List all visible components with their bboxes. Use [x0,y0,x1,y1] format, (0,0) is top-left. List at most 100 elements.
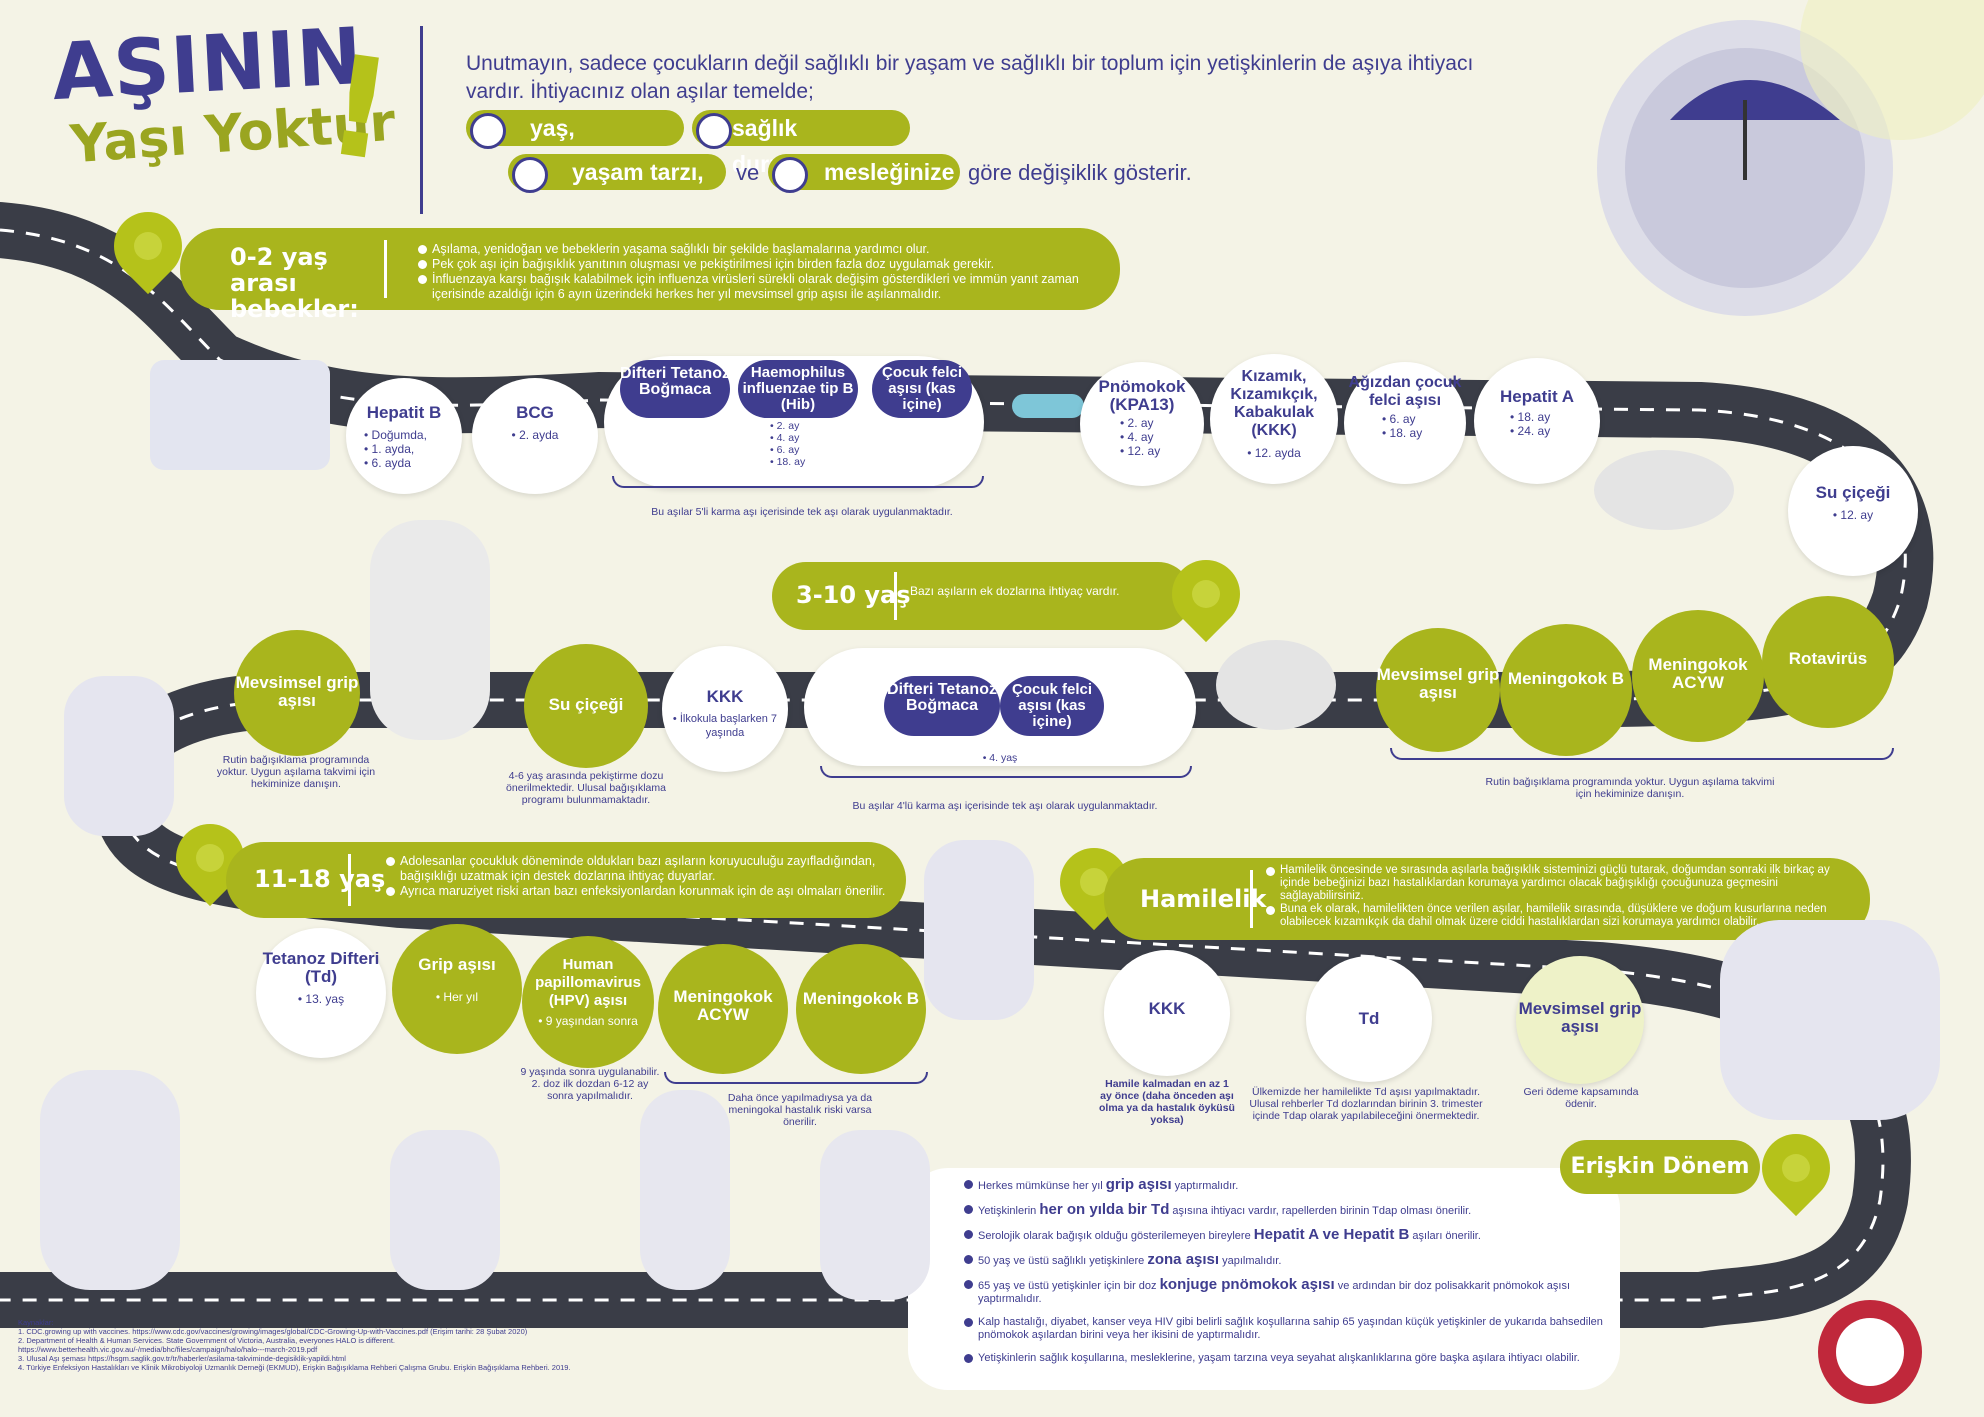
hpv-note: 9 yaşında sonra uygulanabilir. 2. doz il… [520,1066,660,1102]
vaccine-flu-2: Mevsimsel grip aşısı [234,630,360,756]
vaccine-flu-teen: Grip aşısı • Her yıl [392,924,522,1054]
connector-text: ve [736,160,760,185]
separator [348,854,351,906]
five-doses: • 2. ay • 4. ay • 6. ay • 18. ay [770,420,806,468]
father-child-illustration [640,1090,730,1290]
section-label: Hamilelik [1140,885,1267,913]
bullet: Ayrıca maruziyet riski artan bazı enfeks… [386,884,886,899]
vaccine-hepa: Hepatit A • 18. ay • 24. ay [1474,358,1600,484]
bullet: Yetişkinlerin sağlık koşullarına, meslek… [964,1352,1604,1365]
separator [894,572,897,620]
vaccine-mmr: Kızamık, Kızamıkçık, Kabakulak (KKK) • 1… [1210,354,1338,484]
vaccine-bcg: BCG • 2. ayda [472,378,598,494]
brace [612,476,984,488]
bullet: Herkes mümkünse her yıl grip aşısı yaptı… [964,1177,1604,1193]
vaccine-rotavirus: Rotavirüs [1762,596,1894,728]
vaccine-menacwy-2: Meningokok ACYW [658,944,788,1074]
right-note: Rutin bağışıklama programında yoktur. Uy… [1485,776,1775,800]
section-text: Bazı aşıların ek dozlarına ihtiyaç vardı… [910,584,1120,598]
bullet: 65 yaş ve üstü yetişkinler için bir doz … [964,1277,1604,1306]
caduceus-icon [1836,1318,1904,1386]
vaccine-pcv: Pnömokok (KPA13) • 2. ay • 4. ay • 12. a… [1080,362,1204,486]
mother-child-illustration [1594,450,1734,530]
vaccine-td: Tetanoz Difteri (Td) • 13. yaş [256,928,386,1058]
vaccine-menb-2: Meningokok B [796,944,926,1074]
references: Kaynaklar: 1. CDC.growing up with vaccin… [18,1318,571,1372]
section-label: 0-2 yaş arası bebekler: [230,243,359,323]
teens-bullets: Adolesanlar çocukluk döneminde oldukları… [386,854,886,899]
bullet: Buna ek olarak, hamilelikten önce verile… [1266,903,1856,929]
adult-bullets: Herkes mümkünse her yıl grip aşısı yaptı… [964,1177,1604,1375]
section-label: 11-18 yaş [254,865,386,893]
crawling-baby-illustration [1012,394,1084,418]
flu-note: Rutin bağışıklama programında yoktur. Uy… [216,754,376,790]
brace [664,1072,928,1084]
skateboarder-illustration [924,840,1034,1020]
section-children: 3-10 yaş Bazı aşıların ek dozlarına ihti… [772,562,1192,630]
section-adult: Erişkin Dönem [1560,1140,1760,1194]
vaccine-varicella-1: Su çiçeği • 12. ay [1788,446,1918,576]
factor-lifestyle: yaşam tarzı, [508,154,726,193]
vaccine-ipv-2: Çocuk felci aşısı (kas içine) [1000,676,1104,736]
separator [1250,870,1253,928]
vaccine-mmr-2: KKK • İlkokula başlarken 7 yaşında [662,646,788,772]
mmr-pregnancy-note: Hamile kalmadan en az 1 ay önce (daha ön… [1099,1078,1235,1126]
varicella-note: 4-6 yaş arasında pekiştirme dozu önerilm… [506,770,666,806]
factor-occupation: mesleğinize [768,154,960,193]
vaccine-ipv: Çocuk felci aşısı (kas içine) [872,360,972,418]
vaccine-hpv: Human papillomavirus (HPV) aşısı • 9 yaş… [522,936,654,1068]
bullet: Pek çok aşı için bağışıklık yanıtının ol… [418,257,1098,272]
vaccine-td-pregnancy: Td [1306,956,1432,1082]
td-pregnancy-note: Ülkemizde her hamilelikte Td aşısı yapıl… [1249,1086,1483,1122]
section-teens: 11-18 yaş Adolesanlar çocukluk döneminde… [226,842,906,918]
check-circle-icon [772,157,808,193]
pregnancy-bullets: Hamilelik öncesinde ve sırasında aşılarl… [1266,864,1856,929]
vaccine-hepb: Hepatit B • Doğumda, • 1. ayda, • 6. ayd… [346,378,462,494]
section-pregnancy: Hamilelik Hamilelik öncesinde ve sırasın… [1104,858,1870,940]
adult-info-box: Herkes mümkünse her yıl grip aşısı yaptı… [908,1168,1620,1390]
header-divider [420,26,423,214]
check-circle-icon [696,113,732,149]
bullet: Aşılama, yenidoğan ve bebeklerin yaşama … [418,242,1098,257]
four-note: Bu aşılar 4'lü karma aşı içerisinde tek … [852,800,1158,812]
check-circle-icon [470,113,506,149]
meningococcal-note: Daha önce yapılmadıysa ya da meningokal … [727,1092,873,1128]
intro-text: Unutmayın, sadece çocukların değil sağlı… [466,52,1474,103]
bullet: Serolojik olarak bağışık olduğu gösteril… [964,1227,1604,1243]
hospital-bed-illustration [150,360,330,470]
bullet: Hamilelik öncesinde ve sırasında aşılarl… [1266,864,1856,903]
factor-health: sağlık durumu, [692,110,910,177]
five-note: Bu aşılar 5'li karma aşı içerisinde tek … [651,506,953,518]
vaccine-menb-1: Meningokok B [1500,624,1632,756]
factor-age: yaş, [466,110,684,149]
vaccine-mmr-pregnancy: KKK [1104,950,1230,1076]
four-doses: • 4. yaş [982,752,1018,764]
section-infants: 0-2 yaş arası bebekler: Aşılama, yenidoğ… [180,228,1120,322]
ending-text: göre değişiklik gösterir. [968,160,1192,185]
separator [384,240,387,298]
brace [1390,748,1894,760]
bullet: Yetişkinlerin her on yılda bir Td aşısın… [964,1202,1604,1218]
section-label: 3-10 yaş [796,581,911,609]
infants-bullets: Aşılama, yenidoğan ve bebeklerin yaşama … [418,242,1098,302]
cyclist-illustration [64,676,174,836]
bullet: İnfluenzaya karşı bağışık kalabilmek içi… [418,272,1098,302]
vaccine-hib: Haemophilus influenzae tip B (Hib) [738,360,858,418]
vaccine-flu-1: Mevsimsel grip aşısı [1376,628,1500,752]
vaccine-opv: Ağızdan çocuk felci aşısı • 6. ay • 18. … [1344,362,1466,484]
vaccine-dtap: Difteri Tetanoz Boğmaca [620,360,730,418]
vaccine-menacwy-1: Meningokok ACYW [1632,610,1764,742]
vaccine-flu-pregnancy: Mevsimsel grip aşısı [1516,956,1644,1084]
family-walking-illustration [370,520,490,740]
adults-talking-illustration [1720,920,1940,1120]
bullet: Adolesanlar çocukluk döneminde oldukları… [386,854,886,884]
playing-children-illustration [1216,640,1336,730]
vaccine-varicella-2: Su çiçeği [524,644,648,768]
vaccine-dtap-2: Difteri Tetanoz Boğmaca [884,676,1000,736]
pharmacists-association-logo [1818,1300,1922,1404]
flu-pregnancy-note: Geri ödeme kapsamında ödenir. [1523,1086,1639,1110]
bullet: 50 yaş ve üstü sağlıklı yetişkinlere zon… [964,1252,1604,1268]
gardener-illustration [390,1130,500,1290]
check-circle-icon [512,157,548,193]
elderly-couple-illustration [40,1070,180,1290]
